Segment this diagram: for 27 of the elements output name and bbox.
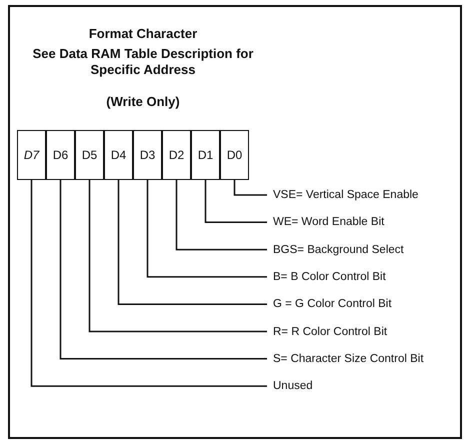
leader-line	[176, 180, 267, 250]
bit-description: G = G Color Control Bit	[273, 297, 392, 312]
bit-cell: D0	[220, 130, 249, 180]
bit-description: VSE= Vertical Space Enable	[273, 188, 418, 202]
leader-line	[118, 180, 267, 305]
bit-cell: D2	[162, 130, 191, 180]
leader-line	[146, 180, 267, 278]
bit-cell: D3	[133, 130, 162, 180]
leader-line	[234, 180, 267, 196]
bit-description: R= R Color Control Bit	[273, 324, 388, 338]
bit-description: B= B Color Control Bit	[273, 270, 386, 284]
bit-cell: D4	[104, 130, 133, 180]
leader-line	[88, 180, 267, 332]
bit-cell: D5	[75, 130, 104, 180]
bit-cell: D7	[17, 130, 46, 180]
bit-cell: D6	[46, 130, 75, 180]
bit-description: Unused	[273, 379, 313, 394]
leader-line	[30, 180, 267, 387]
bit-description: WE= Word Enable Bit	[273, 215, 384, 230]
bit-description: BGS= Background Select	[273, 242, 404, 257]
bit-description: S= Character Size Control Bit	[273, 352, 424, 366]
bit-cell: D1	[191, 130, 220, 180]
diagram-title: Format Character	[88, 26, 198, 42]
leader-line	[204, 180, 267, 224]
subtitle: See Data RAM Table Description for Specific Address	[32, 46, 254, 78]
leader-line	[60, 180, 267, 360]
note: (Write Only)	[105, 94, 181, 110]
